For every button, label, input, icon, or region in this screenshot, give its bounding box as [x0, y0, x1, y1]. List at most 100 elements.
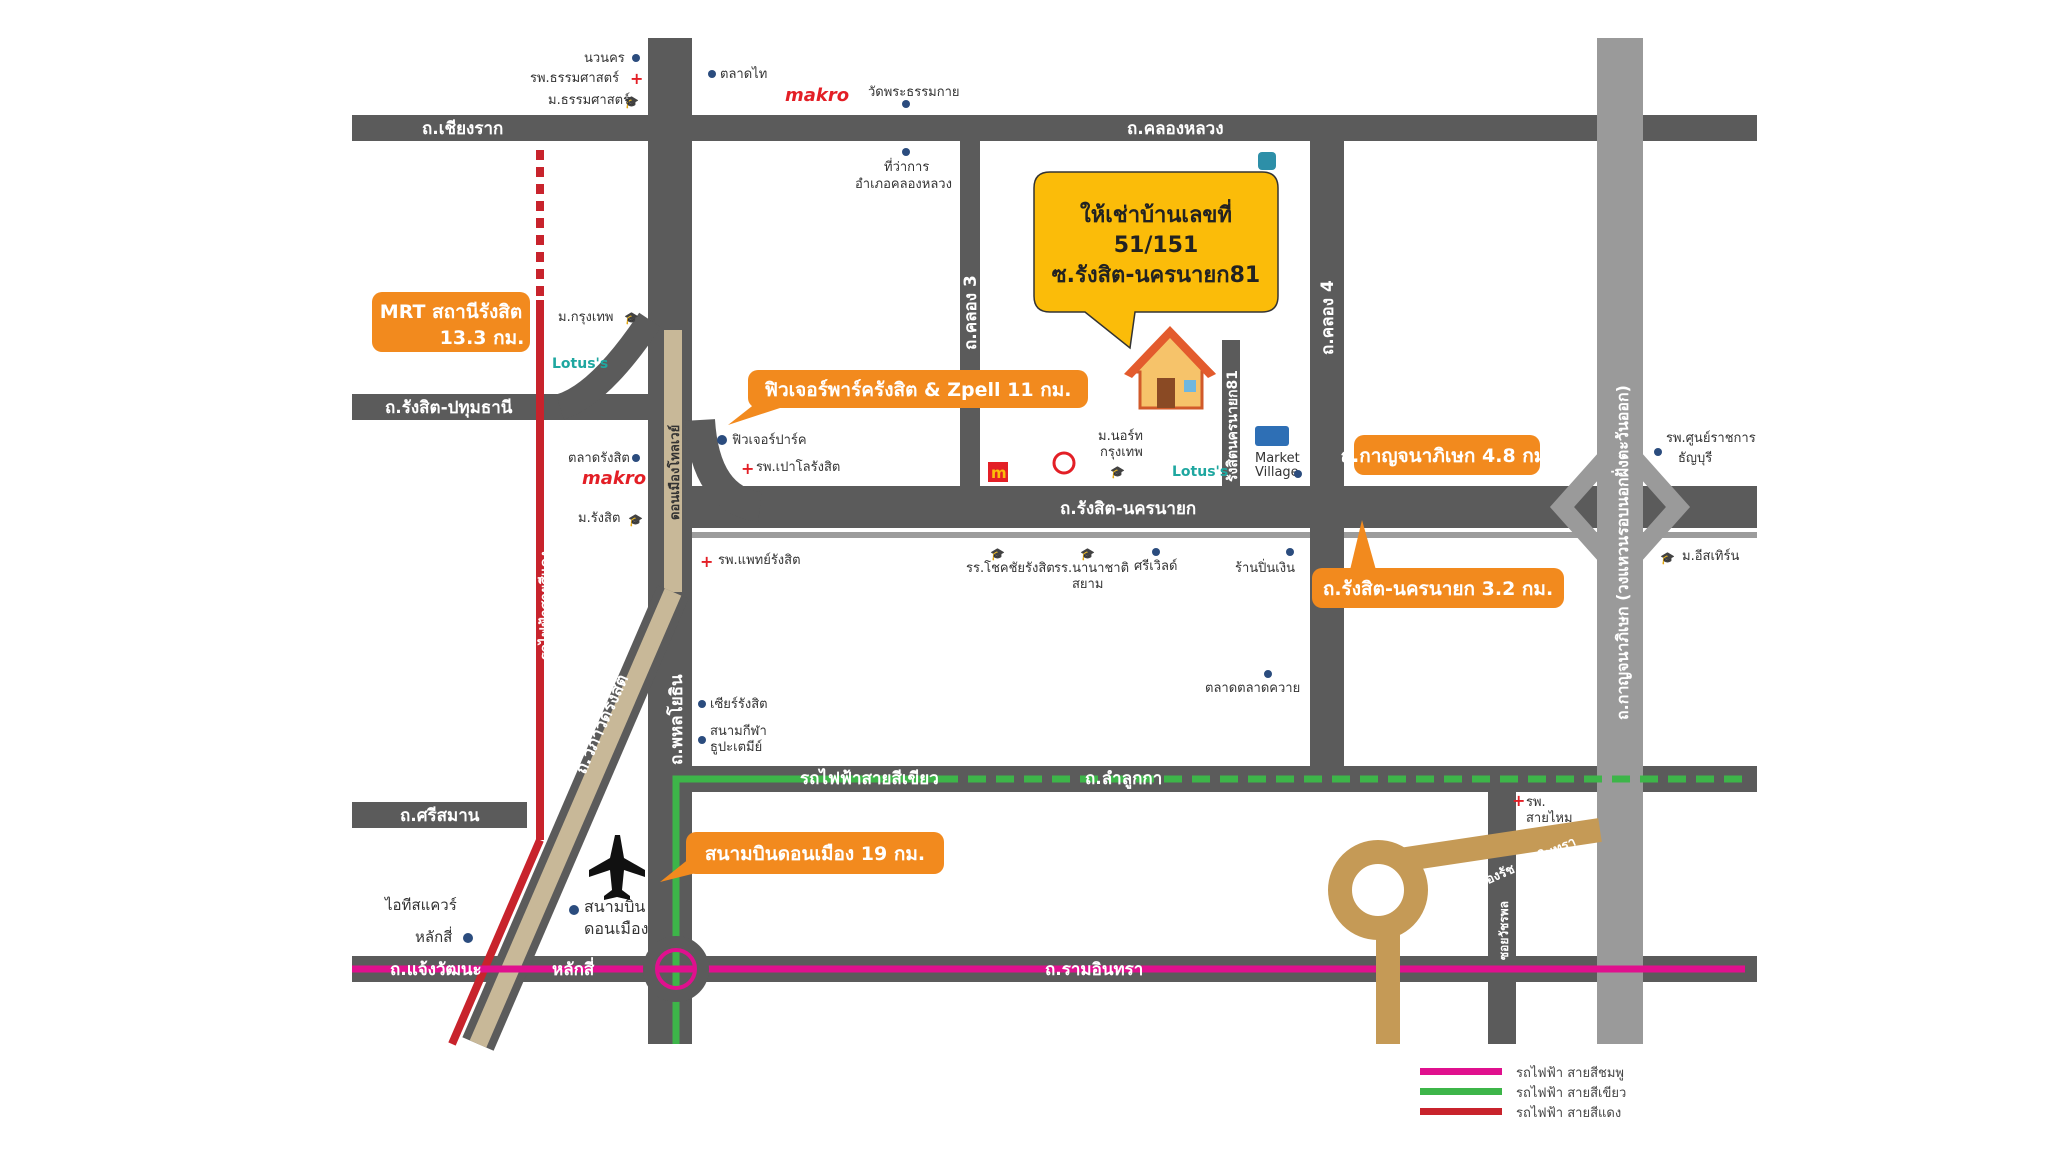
poi-market-village2: Village	[1255, 465, 1299, 480]
label-chiang-rak: ถ.เชียงราก	[422, 118, 503, 139]
graduation-cap-icon: 🎓	[1080, 547, 1095, 561]
poi-makro2: makro	[582, 468, 646, 489]
poi-north-bkk1: ม.นอร์ท	[1098, 428, 1143, 444]
poi-north-bkk2: กรุงเทพ	[1100, 445, 1143, 460]
caltex-icon	[1052, 451, 1076, 475]
hospital-icon: +	[1512, 791, 1525, 810]
road-si-saman	[352, 802, 527, 828]
poi-it-square2: หลักสี่	[415, 926, 452, 946]
poi-it-square1: ไอทีสแควร์	[384, 896, 457, 914]
legend-pink: รถไฟฟ้า สายสีชมพู	[1516, 1065, 1624, 1081]
poi-dot	[1152, 548, 1160, 556]
hospital-icon: +	[630, 69, 643, 88]
expressway-loop	[1328, 818, 1602, 1044]
store-icon	[1258, 152, 1276, 170]
callout-rangsit-nakhon-pointer	[1350, 520, 1376, 570]
label-si-saman: ถ.ศรีสมาน	[400, 805, 480, 826]
graduation-cap-icon: 🎓	[624, 311, 639, 325]
poi-valaya-hosp2: ธัญบุรี	[1678, 450, 1712, 466]
label-rangsit-pathum: ถ.รังสิต-ปทุมธานี	[385, 397, 513, 418]
callout-rangsit-nakhon-text: ถ.รังสิต-นครนายก 3.2 กม.	[1323, 578, 1553, 600]
poi-eastern-uni: ม.อีสเทิร์น	[1682, 548, 1739, 564]
road-khlong4	[1310, 141, 1344, 766]
graduation-cap-icon: 🎓	[1660, 551, 1675, 565]
bubble-line2: 51/151	[1114, 233, 1199, 258]
poi-dot	[632, 454, 640, 462]
poi-dot	[569, 905, 579, 915]
legend-pink-swatch	[1420, 1068, 1502, 1075]
label-lak-si: หลักสี่	[552, 957, 595, 980]
poi-dot	[708, 70, 716, 78]
poi-airport2: ดอนเมือง	[584, 919, 648, 938]
market-village-icon	[1255, 426, 1289, 446]
poi-dot	[632, 54, 640, 62]
poi-thammasat-hosp: รพ.ธรรมศาสตร์	[530, 70, 619, 86]
poi-stadium2: ธูปะเตมีย์	[710, 739, 762, 755]
green-line	[672, 775, 940, 1044]
road-chiang-rak-khlong-luang	[352, 115, 1757, 141]
legend-green-swatch	[1420, 1088, 1502, 1095]
poi-wat: วัดพระธรรมกาย	[868, 85, 960, 100]
airplane-icon	[589, 835, 645, 900]
poi-school1: รร.โชคชัยรังสิต	[966, 560, 1055, 576]
house-bubble: ให้เช่าบ้านเลขที่ 51/151 ซ.รังสิต-นครนาย…	[1033, 171, 1279, 350]
poi-makro1: makro	[785, 85, 849, 106]
label-khlong4: ถ.คลอง 4	[1318, 280, 1338, 355]
poi-dot	[1654, 448, 1662, 456]
label-khlong3: ถ.คลอง 3	[961, 275, 981, 350]
label-ram-inthra: ถ.รามอินทรา	[1045, 960, 1143, 980]
poi-bangkok-uni: ม.กรุงเทพ	[558, 310, 614, 325]
poi-phatthanavej: รพ.แพทย์รังสิต	[718, 552, 801, 568]
poi-paolo-hosp: รพ.เปาโลรังสิต	[756, 459, 840, 475]
label-lam-luk-ka: ถ.ลำลูกกา	[1085, 769, 1162, 790]
bubble-line3: ซ.รังสิต-นครนายก81	[1052, 263, 1260, 288]
expressway-ring	[1328, 840, 1428, 940]
poi-district-office1: ที่ว่าการ	[884, 158, 929, 175]
label-chaeng-watthana: ถ.แจ้งวัฒนะ	[390, 960, 482, 980]
poi-dot	[902, 148, 910, 156]
poi-dot	[902, 100, 910, 108]
poi-saimai-hosp1: รพ.	[1526, 795, 1546, 810]
poi-talad-thai: ตลาดไท	[720, 66, 767, 82]
road-kanchanaphisek	[1597, 38, 1643, 1044]
road-rangsit-nakhon-service	[690, 532, 1757, 538]
poi-dot	[1286, 548, 1294, 556]
callout-don-mueang-text: สนามบินดอนเมือง 19 กม.	[705, 843, 925, 865]
pois: นวนคร + รพ.ธรรมศาสตร์ 🎓 ม.ธรรมศาสตร์ ตลา…	[384, 51, 1756, 946]
graduation-cap-icon: 🎓	[1110, 465, 1125, 479]
label-red-line-road: รถไฟฟ้าสายสีแดง	[536, 551, 554, 660]
legend-red-swatch	[1420, 1108, 1502, 1115]
hospital-icon: +	[741, 459, 754, 478]
poi-district-office2: อำเภอคลองหลวง	[855, 177, 952, 192]
rail-lines	[352, 150, 1745, 1046]
label-tollway: ดอนเมืองโทลเวย์	[666, 425, 683, 520]
callout-mrt-line1: MRT สถานีรังสิต	[380, 301, 522, 323]
legend-red: รถไฟฟ้า สายสีแดง	[1516, 1105, 1621, 1121]
house-icon	[1124, 326, 1216, 410]
road-soi81	[1222, 340, 1240, 486]
red-line-diagonal	[448, 838, 544, 1046]
poi-sriwalai: ศรีเวิลด์	[1134, 558, 1177, 574]
legend-green: รถไฟฟ้า สายสีเขียว	[1516, 1085, 1626, 1101]
label-kanchanaphisek: ถ.กาญจนาภิเษก (วงแหวนรอบนอกฝั่งตะวันออก)	[1611, 385, 1633, 720]
poi-thammasat-uni: ม.ธรรมศาสตร์	[548, 92, 630, 108]
callout-rangsit-nakhon	[1312, 568, 1564, 608]
poi-dot	[698, 700, 706, 708]
poi-dot	[698, 736, 706, 744]
road-curve-phahon-rangsit	[685, 418, 763, 522]
poi-dot	[1294, 470, 1302, 478]
road-rangsit-nakhon	[690, 486, 1757, 528]
callout-don-mueang	[686, 832, 944, 874]
lak-si-interchange	[643, 936, 709, 1002]
poi-saimai-hosp2: สายไหม	[1526, 810, 1573, 826]
callout-mrt-line2: 13.3 กม.	[440, 327, 525, 349]
poi-bookshop: ร้านปิ่นเงิน	[1235, 559, 1295, 576]
poi-nawanakhon: นวนคร	[584, 51, 625, 66]
poi-school2a: รร.นานาชาติ	[1054, 561, 1129, 576]
expressway-ramp	[1398, 818, 1602, 872]
poi-future-park: ฟิวเจอร์ปาร์ค	[732, 432, 807, 448]
poi-school2b: สยาม	[1072, 577, 1103, 592]
kanchanaphisek-interchange	[1549, 428, 1691, 586]
lak-si-inner	[655, 948, 697, 990]
